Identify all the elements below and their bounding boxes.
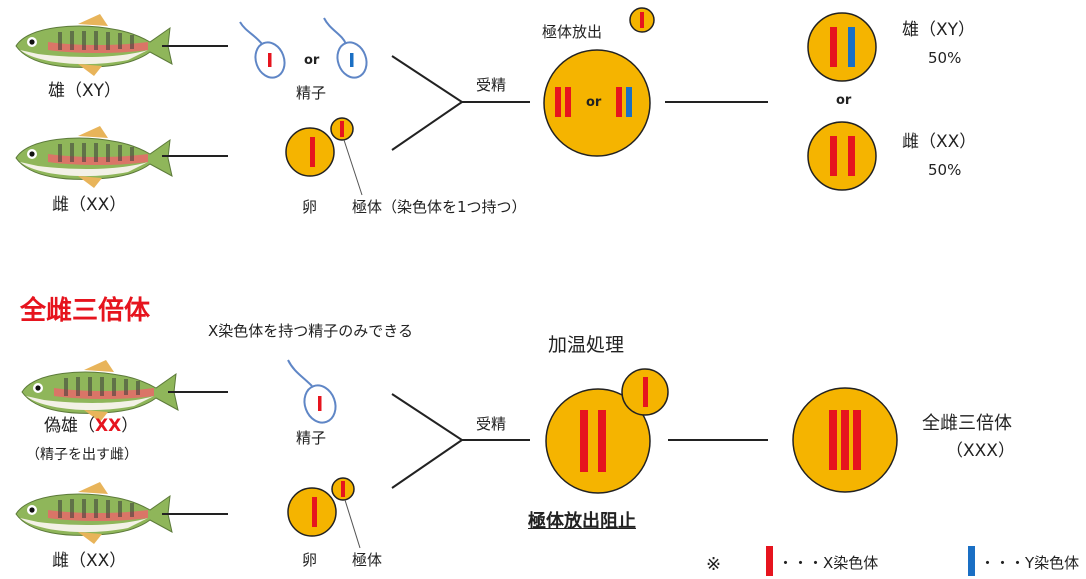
pseudo-male-xx: XX [95,416,122,436]
pseudo-male-prefix: 偽雄（ [44,416,95,436]
sperm-x-icon [287,359,337,424]
female-label: 雌（XX） [52,551,127,571]
triploid-cell-icon [792,387,898,493]
result-female-percent: 50% [928,161,962,179]
result-male-cell-icon [807,12,877,82]
fish-female-icon [15,125,173,189]
legend-mark: ※ [706,554,722,575]
triploid-label: 全雌三倍体 [922,413,1012,434]
sperm-x-icon [239,21,286,79]
x-chromosome [268,53,272,67]
sperm-or-text: or [304,53,320,68]
egg-cell-icon [285,117,354,177]
polar-body-label: 極体 [352,551,383,569]
male-label: 雄（XY） [48,81,122,101]
result-female-cell-icon [807,121,877,191]
result-or-text: or [836,93,852,108]
zygote-cell-icon [543,49,651,157]
y-chromosome [350,53,354,67]
triploid-sublabel: （XXX） [946,441,1015,461]
legend-x-swatch [766,546,773,576]
result-male-percent: 50% [928,49,962,67]
sperm-y-icon [323,17,368,79]
legend-y-text: ・・・Y染色体 [980,554,1080,572]
pointer-line [344,499,361,549]
polar-block-label: 極体放出阻止 [528,511,636,532]
egg-label: 卵 [302,551,318,569]
fish-pseudo-male-icon [21,359,179,423]
egg-label: 卵 [302,198,318,216]
polar-release-label: 極体放出 [542,23,603,41]
fertilization-label: 受精 [476,76,507,94]
legend-y-swatch [968,546,975,576]
pointer-line [343,139,363,196]
fork-connector [391,393,464,489]
polar-body-label: 極体（染色体を1つ持つ） [352,198,527,216]
fish-male-icon [15,13,173,77]
result-female-label: 雌（XX） [902,132,977,152]
result-male-label: 雄（XY） [902,20,976,40]
zygote-cell-icon [545,368,669,494]
female-label: 雌（XX） [52,195,127,215]
released-polar-body-icon [629,7,655,33]
fertilization-label: 受精 [476,415,507,433]
sperm-label: 精子 [296,84,327,102]
pseudo-male-label: 偽雄（XX） [44,418,138,435]
heat-treatment-label: 加温処理 [548,334,625,356]
legend-x-text: ・・・X染色体 [778,554,879,572]
sperm-label: 精子 [296,429,327,447]
egg-cell-icon [287,477,355,537]
fish-female-icon [15,481,173,545]
section-title: 全雌三倍体 [20,296,151,326]
fork-connector [391,55,464,151]
zygote-or-text: or [586,95,602,110]
pseudo-male-sublabel: （精子を出す雌） [26,447,138,463]
x-sperm-note: X染色体を持つ精子のみできる [208,322,413,340]
pseudo-male-suffix: ） [121,416,139,436]
